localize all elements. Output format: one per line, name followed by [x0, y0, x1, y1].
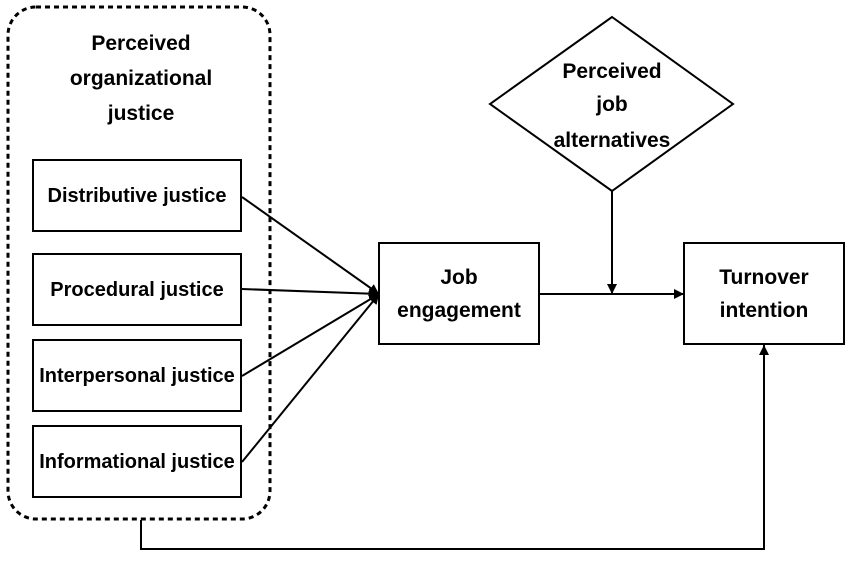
- job-engagement-line-1: Job: [440, 266, 477, 289]
- arrow-informational-to-engagement: [241, 293, 380, 463]
- procedural-justice-label: Procedural justice: [50, 279, 223, 301]
- moderator-line-3: alternatives: [554, 129, 671, 152]
- moderator-line-1: Perceived: [562, 60, 661, 83]
- interpersonal-justice-label: Interpersonal justice: [39, 365, 235, 387]
- group-title-line-3: justice: [107, 102, 175, 125]
- group-title-line-1: Perceived: [91, 32, 190, 55]
- arrow-distributive-to-engagement: [241, 196, 380, 295]
- moderator-line-2: job: [595, 93, 628, 116]
- interpersonal-justice-box: [32, 339, 242, 412]
- turnover-intention-line-2: intention: [720, 299, 809, 322]
- arrow-procedural-to-engagement: [241, 288, 380, 299]
- distributive-justice-box: [32, 159, 242, 232]
- turnover-intention-line-1: Turnover: [719, 266, 808, 289]
- turnover-intention-box: [683, 242, 845, 345]
- arrow-interpersonal-to-engagement: [241, 293, 380, 377]
- informational-justice-label: Informational justice: [39, 451, 235, 473]
- job-engagement-line-2: engagement: [397, 299, 521, 322]
- procedural-justice-box: [32, 253, 242, 326]
- job-engagement-box: [378, 242, 540, 345]
- organizational-justice-group-border: [6, 5, 272, 521]
- arrow-justice-to-turnover-direct: [140, 345, 769, 550]
- informational-justice-box: [32, 425, 242, 498]
- distributive-justice-label: Distributive justice: [48, 185, 227, 207]
- group-title-line-2: organizational: [70, 67, 212, 90]
